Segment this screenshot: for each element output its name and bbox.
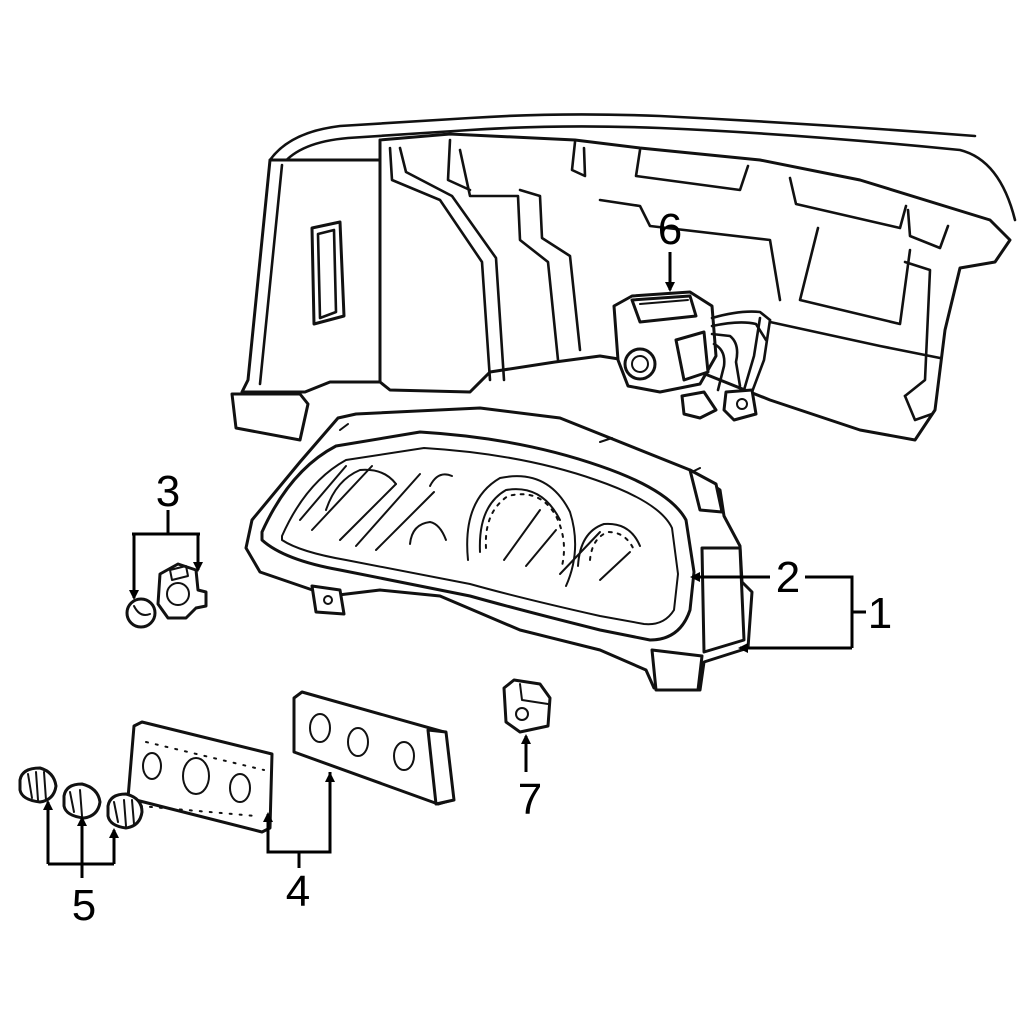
instrument-panel: [230, 113, 1017, 442]
callout-7-label: 7: [518, 775, 542, 824]
callout-4-label: 4: [286, 867, 310, 916]
bulb-sockets: [125, 562, 208, 629]
callout-3-label: 3: [156, 467, 180, 516]
callout-1-label: 1: [868, 589, 892, 638]
bracket-clip: [502, 678, 552, 734]
callout-5-label: 5: [72, 881, 96, 930]
control-knobs: [18, 766, 144, 830]
switch-with-harness: [612, 290, 772, 422]
callout-lines: [43, 252, 866, 878]
callout-6-label: 6: [658, 205, 682, 254]
callout-2-label: 2: [776, 553, 800, 602]
climate-control-panels: [126, 690, 456, 834]
callout-labels: 6 3 2 1 7 4 5: [72, 205, 892, 930]
instrument-cluster: [244, 406, 754, 692]
